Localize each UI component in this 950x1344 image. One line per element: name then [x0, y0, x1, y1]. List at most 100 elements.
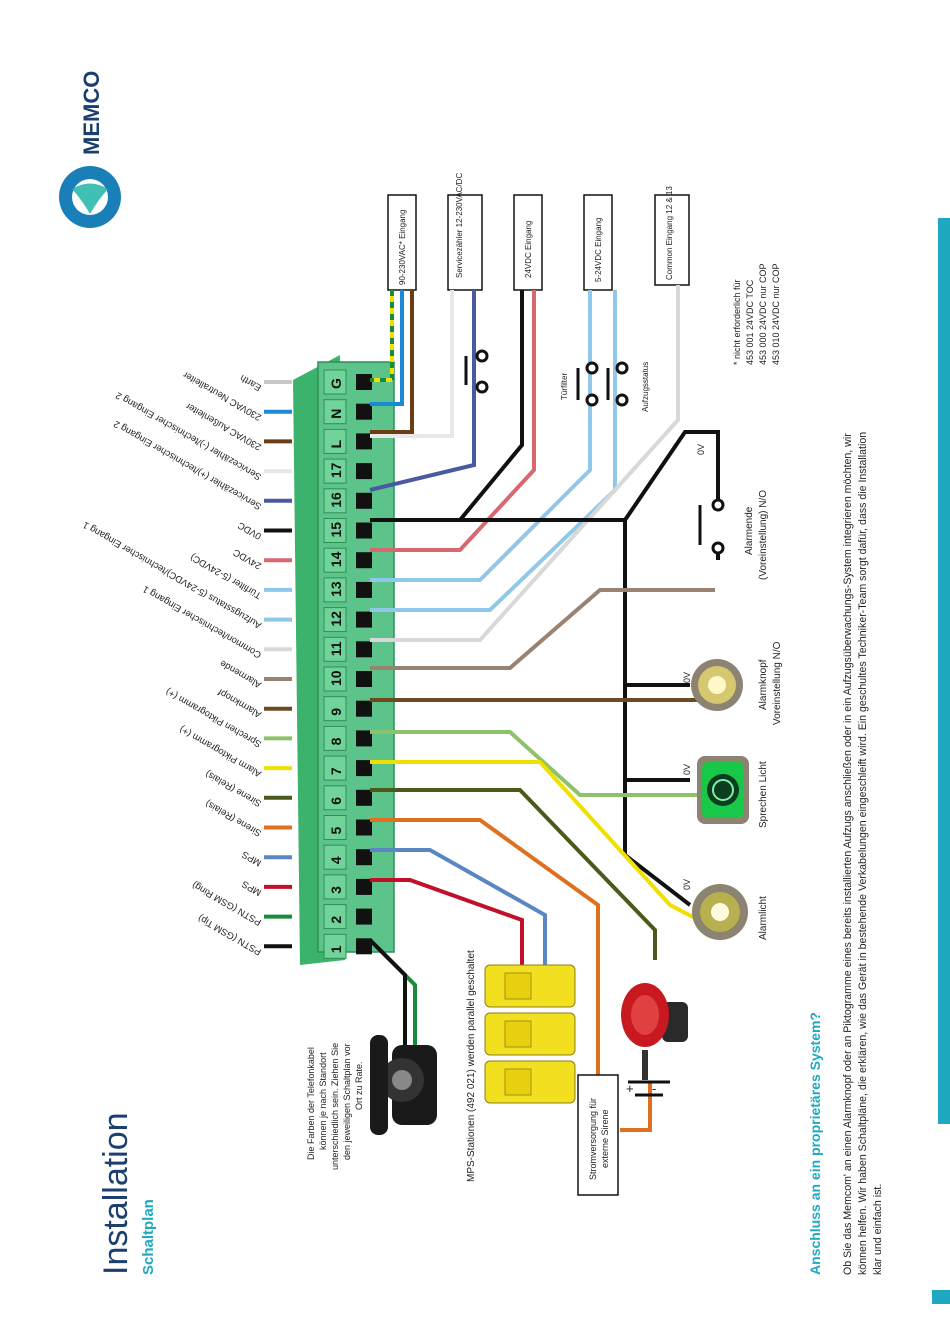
alarmende-label-2: (Voreinstellung) N/O [758, 490, 769, 580]
input-24vdc: 24VDC Eingang [513, 194, 543, 291]
mps-button [504, 972, 532, 1000]
terminal-screw [356, 849, 372, 866]
siren-note-1: Stromversorgung für [588, 1098, 598, 1180]
brand-name: MEMCO [79, 71, 104, 155]
terminal-screw [356, 433, 372, 450]
terminal-screw [356, 552, 372, 569]
terminal-number: 12 [328, 611, 344, 627]
zero-v-label-4: 0V [682, 879, 692, 890]
phone-note-2: können je nach Standort [318, 1052, 328, 1150]
body-heading: Anschluss an ein proprietäres System? [807, 1012, 823, 1275]
footnote-1: * nicht erforderlich für [732, 279, 742, 365]
terminal-cell [323, 815, 347, 840]
terminal-cell [323, 488, 347, 514]
terminal-screw [356, 789, 372, 806]
terminal-cell [323, 755, 347, 781]
device-wires [368, 588, 715, 1132]
terminal-cell [323, 577, 347, 603]
terminal-label: Alarmknopf [216, 686, 263, 720]
terminal-screw [356, 522, 372, 539]
terminal-label: MPS [240, 878, 263, 898]
terminal-number: 17 [328, 462, 344, 478]
terminal-number: 2 [328, 916, 344, 924]
terminal-label: 0VDC [236, 519, 264, 541]
terminal-cell [323, 518, 347, 543]
terminal-number: 16 [328, 492, 344, 508]
siren-note-2: externe Sirene [600, 1109, 610, 1168]
zero-v-label-3: 0V [682, 764, 692, 775]
terminal-number: 6 [328, 797, 344, 805]
battery-minus: - [652, 1081, 656, 1096]
input-servicezaehler: Servicezähler 12-230VAC/DC [447, 173, 483, 291]
terminal-cell [323, 696, 347, 722]
terminal-screw [356, 581, 372, 598]
terminal-screw [356, 641, 372, 658]
terminal-screw [356, 878, 372, 895]
terminal-number: G [328, 378, 344, 389]
top-wires [369, 285, 680, 642]
phone-note-5: Ort zu Rate. [354, 1061, 364, 1110]
input-label-1: 90-230VAC* Eingang [398, 210, 407, 285]
terminal-screw [356, 492, 372, 509]
page-subtitle: Schaltplan [140, 1199, 157, 1275]
terminal-screw [356, 730, 372, 747]
alarmende-switch [698, 498, 725, 555]
tuerfilter-switch [576, 361, 629, 407]
terminal-number: 5 [328, 827, 344, 835]
footnote-4: 453 010 24VDC nur COP [771, 263, 781, 365]
terminal-cell [323, 458, 347, 484]
zero-v-label-1: 0V [696, 444, 706, 455]
terminal-number: 4 [328, 856, 344, 864]
terminal-number: 9 [328, 708, 344, 716]
mps-note: MPS-Stationen (492 021) werden parallel … [466, 950, 477, 1182]
terminal-number: 7 [328, 767, 344, 775]
terminal-label: Earth [238, 372, 263, 393]
terminal-number: 8 [328, 737, 344, 745]
aufzugsstatus-label: Aufzugsstatus [641, 362, 650, 412]
terminal-cell [323, 666, 347, 692]
terminal-cell [323, 725, 347, 751]
terminal-screw [356, 760, 372, 777]
body-line-3: klar und einfach ist. [872, 1184, 884, 1275]
terminal-screw [356, 374, 372, 390]
terminal-label: Aufzugsstatus (5-24VDC)/technischer Eing… [81, 519, 263, 631]
terminal-cell [323, 785, 347, 811]
sprechen-licht-device [697, 756, 749, 824]
terminal-number: 13 [328, 581, 344, 597]
phone-note-1: Die Farben der Telefonkabel [306, 1047, 316, 1160]
terminal-number: L [328, 439, 344, 448]
terminal-number: 11 [328, 641, 344, 656]
service-counter-switch [464, 349, 489, 394]
input-label-2a: Servicezähler 12-230VAC/DC [455, 173, 464, 278]
alarmlicht-device [692, 884, 748, 940]
alarmlicht-label: Alarmlicht [758, 896, 769, 940]
input-label-5: Common Eingang 12 & 13 [665, 186, 674, 280]
terminal-cell [323, 904, 347, 930]
mps-button [504, 1068, 532, 1096]
siren-supply-box: Stromversorgung für externe Sirene [577, 1074, 619, 1196]
terminal-label: Alarm Piktogramm (+) [178, 723, 264, 779]
terminal-screw [356, 463, 372, 480]
input-90-230: 90-230VAC* Eingang [387, 194, 417, 291]
terminal-cell [323, 428, 347, 454]
page-tab [932, 1290, 950, 1304]
body-line-2: können helfen. Wir haben Schaltpläne, di… [857, 432, 869, 1275]
memco-logo: MEMCO [59, 71, 121, 228]
terminal-cell [323, 607, 347, 633]
input-label-4: 5-24VDC Eingang [594, 218, 603, 282]
terminal-cell [323, 933, 347, 959]
zero-v-label-2: 0V [682, 672, 692, 683]
terminal-number: 3 [328, 886, 344, 894]
phone-note-4: den jeweiligen Schaltplan vor [342, 1043, 352, 1160]
terminal-number: 15 [328, 522, 344, 538]
battery-symbol [628, 1080, 670, 1097]
terminal-label: Alarmende [218, 657, 263, 690]
terminal-screw [356, 671, 372, 687]
tuerfilter-label: Türfilter [560, 373, 569, 400]
terminal-cell [323, 874, 347, 900]
terminal-cell [323, 369, 347, 395]
alarmende-label-1: Alarmende [744, 506, 755, 555]
terminal-number: 14 [328, 551, 344, 567]
input-5-24vdc: 5-24VDC Eingang [583, 194, 613, 291]
